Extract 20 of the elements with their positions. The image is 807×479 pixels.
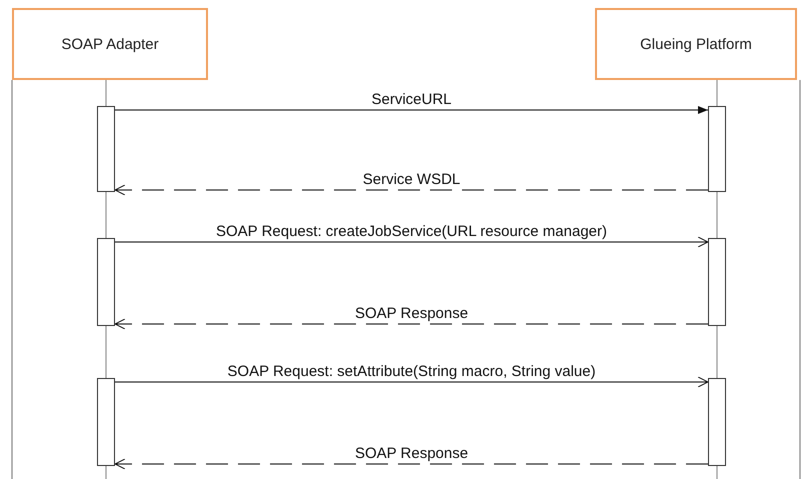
activation-bar: [708, 238, 726, 326]
activation-bar: [97, 378, 115, 466]
message-label: SOAP Response: [352, 445, 470, 462]
message-arrow: [114, 376, 708, 388]
return-arrow: [114, 458, 708, 470]
return-arrow: [114, 318, 708, 330]
activation-bar: [708, 106, 726, 192]
message-arrow: [114, 236, 708, 248]
message-label: SOAP Request: createJobService(URL resource manager): [214, 223, 609, 240]
lifeline-header: [12, 8, 208, 80]
lifeline-header: [595, 8, 797, 80]
message-arrow: [114, 106, 708, 114]
return-arrow: [114, 184, 708, 196]
participant-name: SOAP Adapter: [61, 36, 159, 52]
message-label: SOAP Response: [352, 305, 470, 322]
activation-bar: [97, 238, 115, 326]
activation-bar: [97, 106, 115, 192]
participant-name: Glueing Platform: [640, 36, 752, 52]
message-label: SOAP Request: setAttribute(String macro, String value): [225, 363, 598, 380]
activation-bar: [708, 378, 726, 466]
